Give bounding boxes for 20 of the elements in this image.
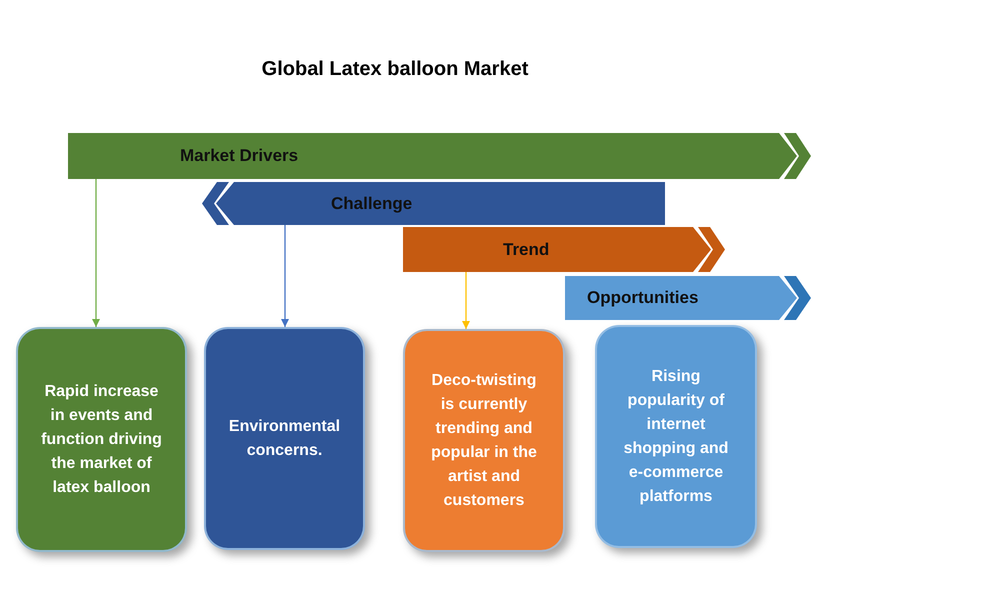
- diagram-title: Global Latex balloon Market: [260, 58, 530, 81]
- arrow-band: [565, 276, 811, 320]
- connector-arrow: [281, 225, 289, 327]
- arrow-band: [403, 227, 725, 272]
- rounded-box: [595, 325, 757, 548]
- box-text: Deco-twisting is currently trending and popular in the artist and customers: [430, 370, 538, 510]
- band-label: Trend: [503, 240, 550, 260]
- arrow-band: [68, 133, 811, 179]
- box-text: Rapid increase in events and function driving the market of latex balloon: [40, 382, 163, 498]
- band-label: Market Drivers: [180, 146, 298, 166]
- rounded-box: [204, 327, 365, 550]
- box-text: Environmental concerns.: [228, 416, 342, 460]
- connector-arrow: [92, 179, 100, 327]
- arrow-band: [202, 182, 665, 225]
- rounded-box: [403, 329, 565, 552]
- band-label: Opportunities: [587, 288, 698, 308]
- rounded-box: [16, 327, 187, 552]
- band-label: Challenge: [331, 194, 412, 214]
- box-text: Rising popularity of internet shopping and e-commerce platforms: [622, 366, 730, 506]
- connector-arrow: [462, 272, 470, 329]
